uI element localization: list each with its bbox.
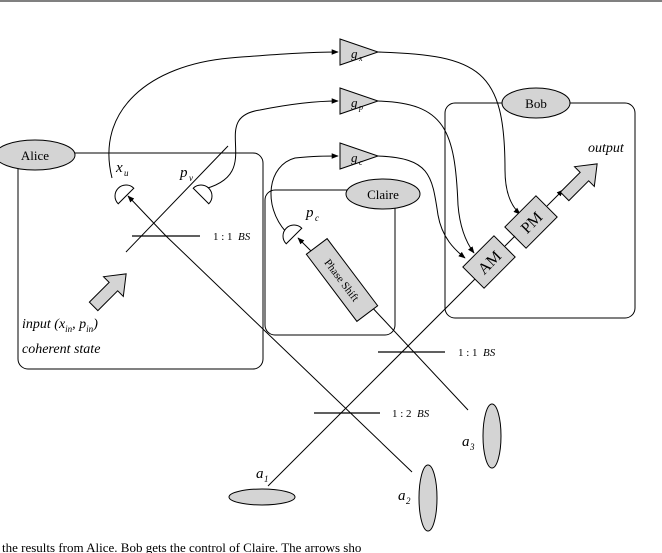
svg-text:3: 3 bbox=[469, 442, 475, 452]
svg-text:Alice: Alice bbox=[21, 148, 49, 163]
alice-label: Alice bbox=[0, 139, 76, 171]
svg-text:BS: BS bbox=[417, 408, 430, 420]
ancilla-a3: a 3 bbox=[462, 403, 502, 469]
alice-box bbox=[17, 152, 264, 370]
svg-text:p: p bbox=[179, 165, 188, 181]
input-arrow-icon bbox=[88, 273, 127, 312]
beam-a2-through-alice-bs bbox=[165, 235, 413, 473]
ancilla-a1: a 1 bbox=[228, 466, 296, 506]
svg-text:a: a bbox=[398, 488, 406, 504]
svg-text:1 : 2: 1 : 2 bbox=[392, 408, 412, 420]
wire-xu-to-gx bbox=[108, 49, 339, 179]
low-beam-splitter: 1 : 2 BS bbox=[314, 408, 430, 420]
gain-amp-gc: g c bbox=[339, 142, 380, 170]
svg-text:x: x bbox=[115, 160, 123, 176]
phase-shift-box: Phase Shift bbox=[305, 237, 379, 323]
svg-text:c: c bbox=[359, 158, 363, 167]
wire-gc-to-modulators bbox=[377, 155, 466, 259]
wire-pv-to-gp bbox=[199, 98, 339, 191]
svg-text:p: p bbox=[358, 103, 363, 112]
svg-text:1 : 1: 1 : 1 bbox=[213, 231, 233, 243]
wire-gx-to-pm bbox=[377, 51, 521, 215]
svg-text:u: u bbox=[124, 168, 129, 178]
svg-text:v: v bbox=[189, 173, 193, 183]
claire-label: Claire bbox=[345, 178, 421, 210]
beam-alice-bs-to-xu bbox=[127, 195, 167, 237]
caption-fragment: the results from Alice. Bob gets the con… bbox=[2, 540, 361, 553]
wire-pc-to-gc bbox=[270, 153, 339, 233]
svg-text:coherent state: coherent state bbox=[22, 342, 100, 357]
svg-text:2: 2 bbox=[406, 496, 411, 506]
svg-text:g: g bbox=[351, 46, 358, 61]
svg-text:x: x bbox=[358, 54, 363, 63]
claire-box bbox=[264, 189, 396, 336]
svg-text:1 : 1: 1 : 1 bbox=[458, 347, 478, 359]
svg-text:c: c bbox=[315, 213, 319, 223]
output-arrow-icon bbox=[559, 163, 598, 202]
svg-text:input (xin, pin): input (xin, pin) bbox=[22, 317, 98, 334]
mid-beam-splitter: 1 : 1 BS bbox=[378, 347, 496, 359]
bob-label: Bob bbox=[501, 87, 571, 119]
svg-text:BS: BS bbox=[483, 347, 496, 359]
gain-amp-gx: g x bbox=[339, 38, 380, 66]
svg-text:1: 1 bbox=[264, 474, 269, 484]
detector-xu: x u bbox=[114, 160, 135, 205]
ancilla-a2: a 2 bbox=[398, 464, 438, 532]
beam-a1-to-modulators bbox=[267, 265, 489, 487]
svg-text:Bob: Bob bbox=[525, 96, 547, 111]
svg-text:Claire: Claire bbox=[367, 187, 399, 202]
beam-input-to-alice-bs bbox=[125, 145, 229, 253]
phase-modulator: PM bbox=[504, 195, 558, 249]
gain-amp-gp: g p bbox=[339, 87, 380, 115]
svg-text:BS: BS bbox=[238, 231, 251, 243]
wire-gp-to-am bbox=[377, 100, 475, 254]
detector-pc: p c bbox=[282, 205, 319, 245]
svg-text:g: g bbox=[351, 150, 358, 165]
svg-text:g: g bbox=[351, 95, 358, 110]
svg-text:a: a bbox=[256, 466, 264, 482]
beam-am-to-pm bbox=[504, 235, 516, 247]
alice-beam-splitter: 1 : 1 BS bbox=[132, 231, 251, 243]
svg-text:p: p bbox=[305, 205, 314, 221]
detector-pv: p v bbox=[179, 165, 213, 205]
output-label: output bbox=[588, 141, 625, 156]
beam-a3-to-phase-shift bbox=[367, 302, 469, 411]
svg-text:a: a bbox=[462, 434, 470, 450]
input-label: input (xin, pin) coherent state bbox=[22, 317, 100, 357]
